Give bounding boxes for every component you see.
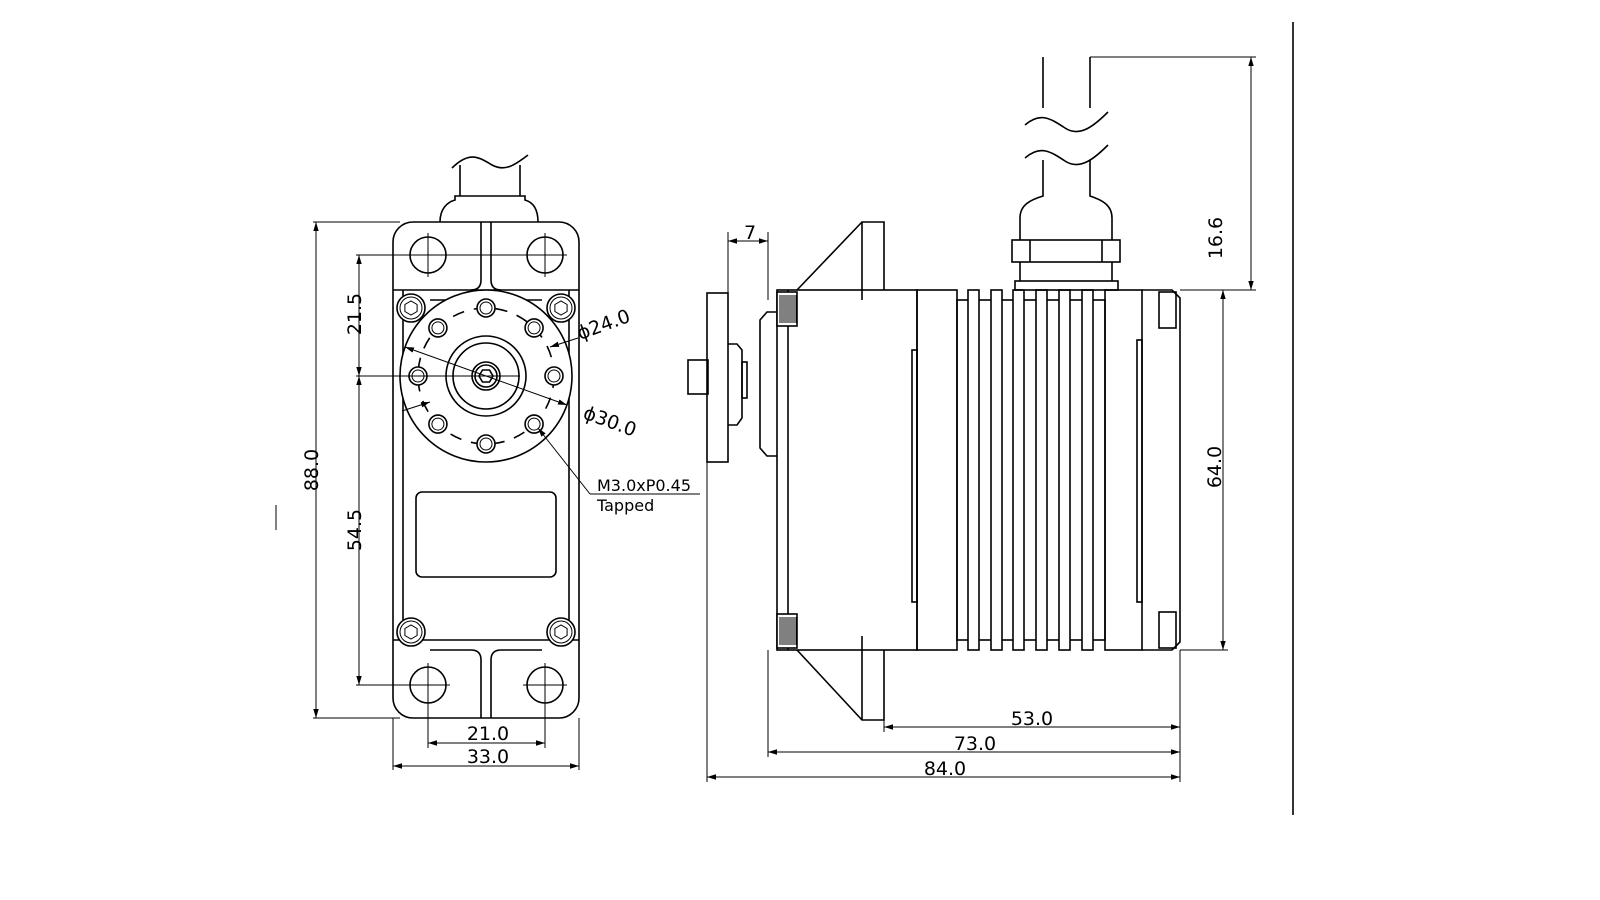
dim-overall-height: 88.0 — [301, 221, 400, 719]
dim-label: 84.0 — [924, 758, 966, 780]
dim-label: 33.0 — [467, 746, 509, 768]
dim-label: 54.5 — [344, 509, 366, 551]
dim-label: 53.0 — [1011, 708, 1053, 730]
dim-label: ϕ24.0 — [574, 305, 633, 344]
hex-screw-icon — [546, 617, 576, 647]
horn-disk — [706, 292, 729, 463]
dim-body-height: 64.0 — [1180, 290, 1228, 651]
end-cap — [1142, 289, 1181, 651]
case-outline — [392, 221, 580, 719]
dim-label: 73.0 — [954, 733, 996, 755]
dim-label: 21.5 — [344, 293, 366, 335]
dim-label: ϕ30.0 — [580, 402, 639, 441]
note-thread: M3.0xP0.45 — [597, 476, 691, 495]
dim-label: 21.0 — [467, 723, 509, 745]
hex-screw-icon — [546, 293, 576, 323]
dim-label: 64.0 — [1204, 446, 1226, 488]
cooling-fin — [1012, 289, 1025, 651]
front-view: 88.0 21.5 54.5 21.0 33.0 ϕ24.0 — [275, 154, 700, 770]
mounting-flange-bottom — [796, 649, 885, 721]
cable-gland — [1019, 57, 1113, 281]
dim-width: 21.0 33.0 — [392, 685, 580, 770]
dim-vertical-holes: 21.5 54.5 — [344, 254, 565, 686]
cooling-fin — [1081, 289, 1094, 651]
cable-gland-base — [1014, 280, 1119, 291]
front-housing — [776, 289, 918, 651]
cooling-fin — [1035, 289, 1048, 651]
thread-note: M3.0xP0.45 Tapped — [537, 427, 700, 515]
output-shaft-side — [687, 359, 709, 395]
cable-break-side — [1024, 111, 1109, 166]
mounting-flange-top — [796, 221, 885, 291]
dim-label: 7 — [744, 222, 756, 244]
label-plate — [415, 491, 557, 578]
cable-boot — [439, 195, 539, 223]
dim-label: 88.0 — [301, 449, 323, 491]
top-ear-slot — [470, 222, 502, 291]
cooling-fin — [990, 289, 1003, 651]
dim-label: 16.6 — [1205, 217, 1227, 259]
cooling-fin — [1058, 289, 1071, 651]
cable-break — [451, 154, 529, 169]
side-view: 7 16.6 64.0 53.0 73.0 84.0 — [687, 22, 1294, 815]
cooling-fin — [967, 289, 980, 651]
spline-plate — [759, 311, 777, 457]
dim-lengths: 53.0 73.0 84.0 — [706, 462, 1181, 782]
hex-screw-icon — [396, 293, 426, 323]
cable — [459, 165, 521, 196]
dim-horn-offset: 7 — [727, 222, 769, 300]
bottom-ear-slot — [430, 649, 542, 718]
middle-case — [916, 289, 958, 651]
note-tapped: Tapped — [596, 496, 654, 515]
horn-hub-side — [728, 343, 743, 426]
cable-nut — [1011, 239, 1121, 263]
dim-cable-height: 16.6 — [1090, 56, 1256, 291]
hex-screw-icon — [396, 617, 426, 647]
